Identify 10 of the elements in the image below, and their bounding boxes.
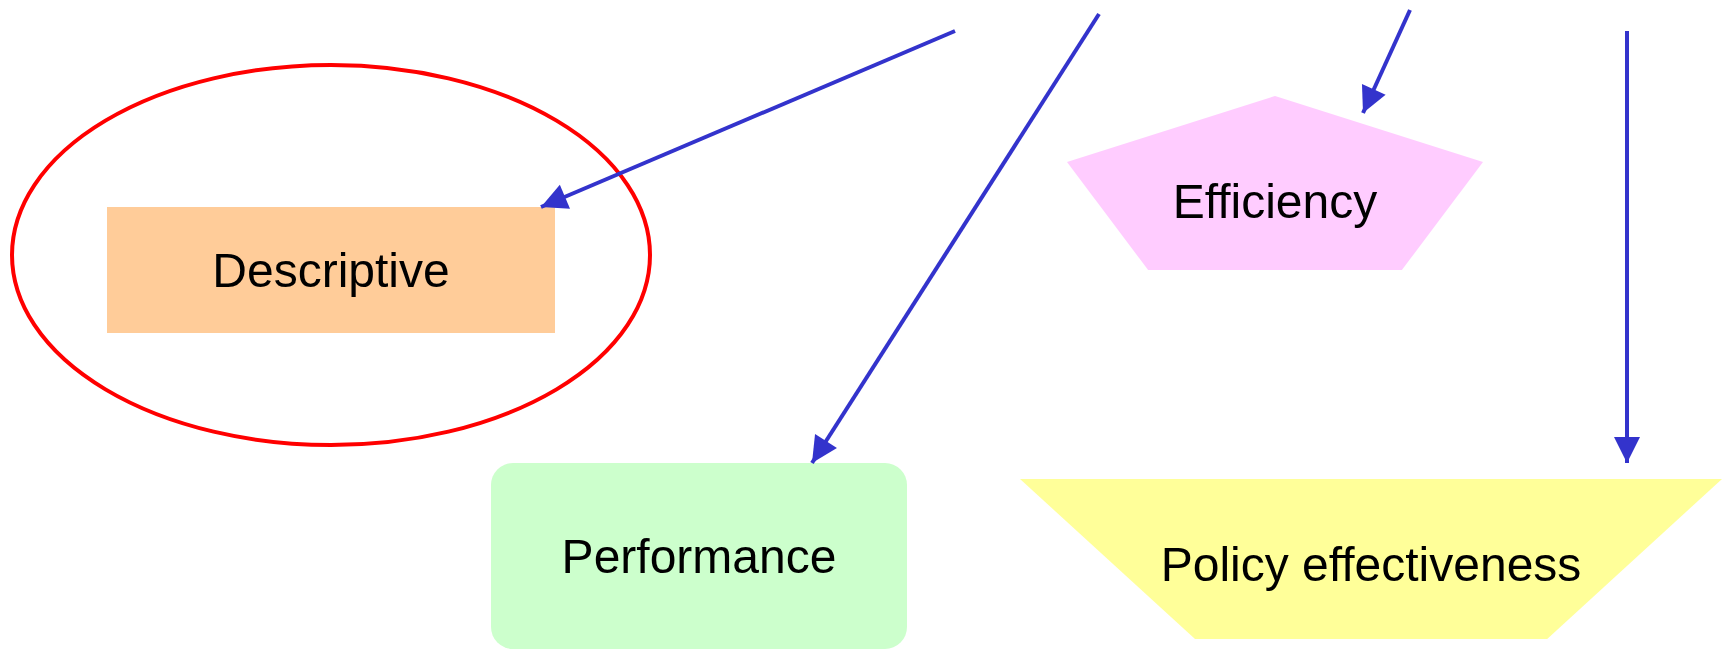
arrow <box>540 29 956 209</box>
rounded-box <box>491 463 907 649</box>
arrow <box>1361 9 1412 114</box>
node-label: Descriptive <box>212 242 450 298</box>
node-label: Policy effectiveness <box>1160 536 1582 592</box>
node-label: Performance <box>561 528 837 584</box>
arrow <box>1614 31 1640 463</box>
process-box <box>107 207 555 333</box>
node-label: Efficiency <box>1172 173 1378 229</box>
arrow <box>810 12 1101 465</box>
